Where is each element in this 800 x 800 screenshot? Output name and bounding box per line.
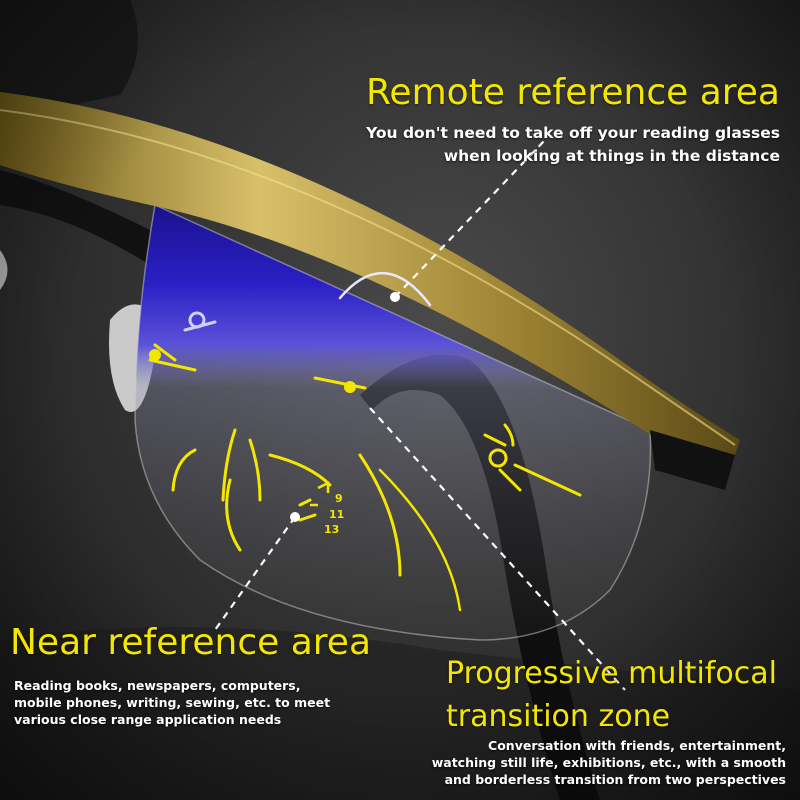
progressive-zone-description: Conversation with friends, entertainment… xyxy=(432,737,786,788)
progressive-title-line: Progressive multifocal xyxy=(446,656,777,691)
remote-area-title: Remote reference area xyxy=(366,72,780,113)
near-desc-line: Reading books, newspapers, computers, xyxy=(14,678,301,693)
progressive-desc-line: and borderless transition from two persp… xyxy=(444,772,786,787)
remote-desc-line: when looking at things in the distance xyxy=(443,147,780,165)
near-desc-line: mobile phones, writing, sewing, etc. to … xyxy=(14,695,331,710)
progressive-title-line: transition zone xyxy=(446,699,671,734)
remote-desc-line: You don't need to take off your reading … xyxy=(366,124,780,142)
near-desc-line: various close range application needs xyxy=(14,712,282,727)
near-area-title: Near reference area xyxy=(10,622,372,663)
progressive-desc-line: Conversation with friends, entertainment… xyxy=(488,738,786,753)
progressive-zone-title: Progressive multifocal transition zone xyxy=(446,652,777,738)
remote-area-description: You don't need to take off your reading … xyxy=(366,122,780,168)
near-area-description: Reading books, newspapers, computers, mo… xyxy=(14,677,330,728)
progressive-desc-line: watching still life, exhibitions, etc., … xyxy=(431,755,786,770)
